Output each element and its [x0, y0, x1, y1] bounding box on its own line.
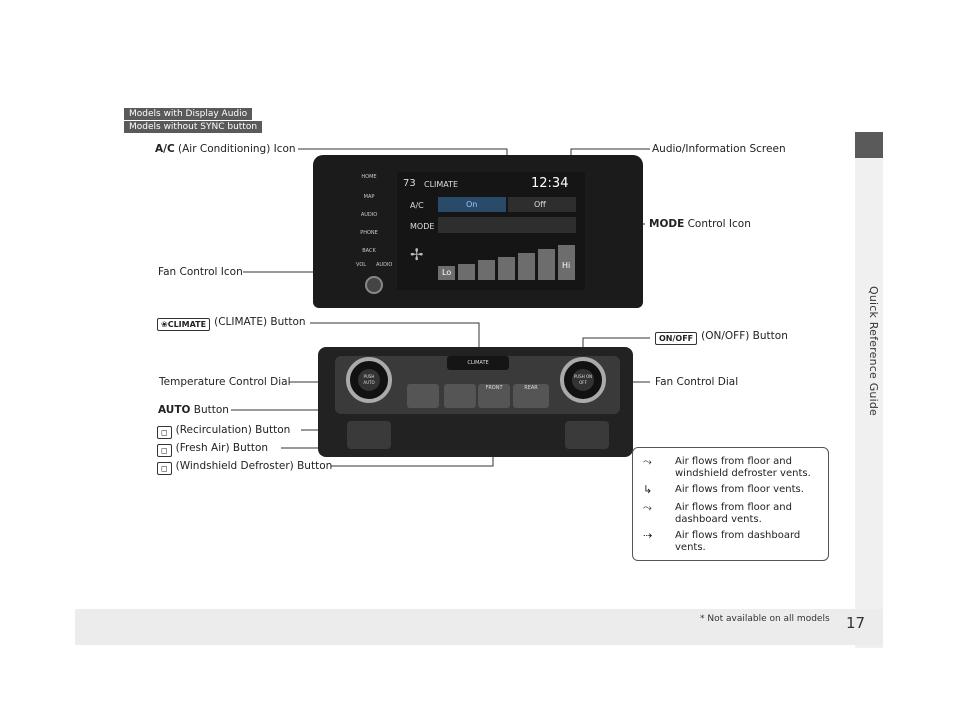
ac-on-label: On — [466, 200, 478, 209]
onoff-button-glyph: ON/OFF — [655, 332, 698, 345]
callout-auto-button: AUTO Button — [158, 404, 229, 416]
left-seat-heater-button[interactable] — [347, 421, 391, 449]
softkey-home[interactable]: HOME — [361, 174, 377, 180]
screen-ac-label: A/C — [410, 201, 424, 210]
ac-off-button[interactable] — [508, 197, 576, 212]
ac-off-label: Off — [534, 200, 546, 209]
fan-icon: ✢ — [410, 245, 424, 264]
callout-fresh-air-button: ◻(Fresh Air) Button — [157, 442, 268, 457]
callout-defroster-button: ◻(Windshield Defroster) Button — [157, 460, 332, 475]
audio-label: AUDIO — [376, 262, 393, 268]
fan-speed-bar[interactable] — [438, 242, 576, 280]
volume-knob[interactable] — [365, 276, 383, 294]
floor-and-dashboard-icon: ⤳ — [643, 501, 652, 514]
defroster-glyph: ◻ — [157, 462, 172, 475]
page-number: 17 — [846, 614, 866, 632]
recirculation-glyph: ◻ — [157, 426, 172, 439]
fresh-air-button[interactable] — [444, 384, 476, 408]
callout-temperature-dial: Temperature Control Dial — [159, 376, 291, 388]
section-side-strip — [855, 158, 883, 648]
callout-fan-icon: Fan Control Icon — [158, 266, 243, 278]
right-seat-heater-button[interactable] — [565, 421, 609, 449]
callout-onoff-button: ON/OFF(ON/OFF) Button — [655, 330, 788, 345]
windshield-defroster-button[interactable]: FRONT — [478, 384, 510, 408]
softkey-column: HOME MAP AUDIO PHONE BACK — [350, 168, 390, 278]
climate-button[interactable]: CLIMATE — [447, 356, 509, 370]
callout-recirculation-button: ◻(Recirculation) Button — [157, 424, 290, 439]
mode-selector[interactable] — [438, 217, 576, 233]
callout-mode-icon: MODE Control Icon — [649, 218, 751, 230]
climate-button-glyph: ❀CLIMATE — [157, 318, 211, 331]
callout-climate-button: ❀CLIMATE(CLIMATE) Button — [157, 316, 306, 331]
screen-temp: 73 — [403, 178, 416, 189]
screen-clock: 12:34 — [531, 176, 569, 191]
softkey-audio[interactable]: AUDIO — [360, 212, 378, 218]
rear-defroster-button[interactable]: REAR — [513, 384, 549, 408]
tag-models-without-sync: Models without SYNC button — [124, 121, 263, 133]
temperature-control-dial[interactable]: PUSH AUTO — [346, 357, 392, 403]
softkey-map[interactable]: MAP — [363, 194, 375, 200]
section-tab-marker — [855, 132, 883, 158]
fan-control-dial[interactable]: PUSH ON OFF — [560, 357, 606, 403]
recirculation-button[interactable] — [407, 384, 439, 408]
ac-on-button[interactable] — [438, 197, 506, 212]
fan-lo-label: Lo — [442, 268, 452, 277]
page-footer-bar — [75, 609, 883, 645]
dashboard-icon: ⇢ — [643, 529, 653, 542]
vol-label: VOL — [356, 262, 367, 268]
fresh-air-glyph: ◻ — [157, 444, 172, 457]
floor-icon: ↳ — [643, 483, 653, 496]
footnote: * Not available on all models — [700, 614, 830, 624]
fan-hi-label: Hi — [562, 261, 571, 270]
callout-ac-icon: A/C (Air Conditioning) Icon — [155, 143, 296, 155]
screen-title: CLIMATE — [424, 180, 459, 189]
tag-models-display-audio: Models with Display Audio — [124, 108, 253, 120]
callout-audio-screen: Audio/Information Screen — [652, 143, 786, 155]
callout-fan-dial: Fan Control Dial — [655, 376, 739, 388]
softkey-back[interactable]: BACK — [362, 248, 376, 254]
screen-mode-label: MODE — [410, 222, 435, 231]
softkey-phone[interactable]: PHONE — [360, 230, 378, 236]
airflow-legend: ⤳ Air flows from floor and windshield de… — [632, 447, 829, 561]
floor-and-defroster-icon: ⤳ — [643, 455, 652, 468]
